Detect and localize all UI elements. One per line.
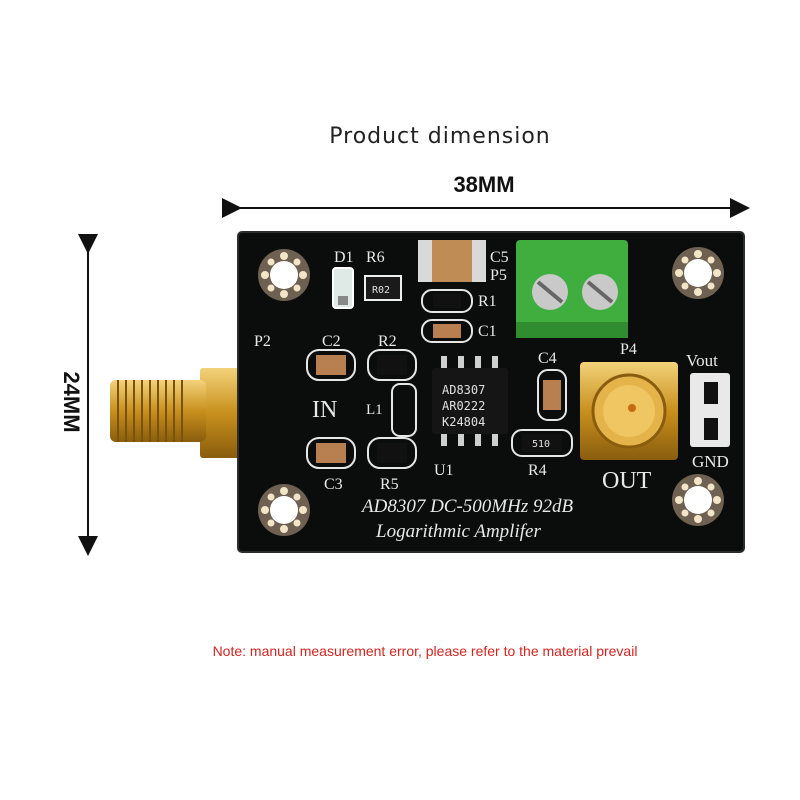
inductor-l1 xyxy=(391,383,417,437)
pin-header-vout-gnd xyxy=(690,373,730,447)
label-c1: C1 xyxy=(478,323,497,340)
board-silkscreen-line1: AD8307 DC-500MHz 92dB xyxy=(360,496,573,517)
sma-output-connector xyxy=(580,362,678,460)
label-r4: R4 xyxy=(528,462,547,479)
capacitor-c5 xyxy=(418,240,486,282)
chip-u1 xyxy=(432,356,508,446)
resistor-r4-code: 510 xyxy=(532,439,550,450)
resistor-r5 xyxy=(367,437,417,469)
label-c3: C3 xyxy=(324,476,343,493)
label-r6: R6 xyxy=(366,249,385,266)
label-r5: R5 xyxy=(380,476,399,493)
page-title: Product dimension xyxy=(329,124,551,149)
label-l1: L1 xyxy=(366,402,383,418)
resistor-r2 xyxy=(367,349,417,381)
capacitor-c1 xyxy=(421,319,473,343)
capacitor-c3 xyxy=(306,437,356,469)
mounting-hole-top-right xyxy=(672,247,724,299)
label-r2: R2 xyxy=(378,333,397,350)
chip-marking-line3: K24804 xyxy=(442,415,485,429)
measurement-note: Note: manual measurement error, please r… xyxy=(212,643,638,659)
resistor-r6 xyxy=(364,275,402,301)
label-p4: P4 xyxy=(620,341,637,358)
label-r1: R1 xyxy=(478,293,497,310)
board-silkscreen-line2: Logarithmic Amplifer xyxy=(375,521,541,542)
chip-marking-line1: AD8307 xyxy=(442,383,485,397)
resistor-r6-code: R02 xyxy=(372,285,390,296)
label-d1: D1 xyxy=(334,249,354,266)
mounting-hole-top-left xyxy=(258,249,310,301)
label-c2: C2 xyxy=(322,333,341,350)
capacitor-c2 xyxy=(306,349,356,381)
mounting-hole-bottom-left xyxy=(258,484,310,536)
label-c4: C4 xyxy=(538,350,557,367)
terminal-block-p5 xyxy=(516,240,628,338)
width-dimension-label: 38MM xyxy=(453,172,515,197)
mounting-hole-bottom-right xyxy=(672,474,724,526)
label-in: IN xyxy=(312,397,337,423)
label-gnd: GND xyxy=(692,452,729,471)
chip-marking-line2: AR0222 xyxy=(442,399,485,413)
label-vout: Vout xyxy=(686,351,718,370)
label-p2: P2 xyxy=(254,333,271,350)
capacitor-c4 xyxy=(537,369,567,421)
label-c5: C5 xyxy=(490,249,509,266)
label-u1: U1 xyxy=(434,462,454,479)
label-p5: P5 xyxy=(490,267,507,284)
label-out: OUT xyxy=(602,468,652,494)
resistor-r4 xyxy=(511,429,573,457)
resistor-r1 xyxy=(421,289,473,313)
